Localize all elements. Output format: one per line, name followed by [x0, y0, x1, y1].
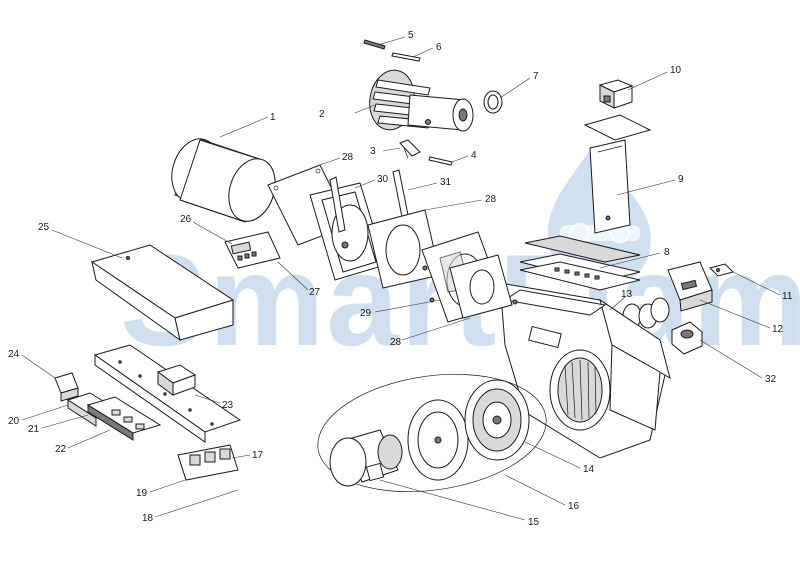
callout-29: 29 — [360, 308, 372, 319]
part-fan-wheel-14 — [464, 379, 530, 461]
part-connector-board — [177, 444, 239, 481]
housing-fan-slots — [564, 359, 597, 421]
part-relay-board-22 — [86, 396, 162, 441]
part-gasket-28-lower — [449, 254, 513, 319]
part-control-board — [519, 235, 641, 291]
callout-8: 8 — [664, 247, 670, 258]
part-cylinder-cover — [171, 138, 276, 223]
part-seal-rings — [622, 297, 670, 329]
callout-28-lower: 28 — [390, 337, 402, 348]
circuit-board-dots — [118, 360, 214, 426]
callout-9: 9 — [678, 174, 684, 185]
part-mounting-plate — [583, 114, 652, 234]
display-buttons — [237, 251, 257, 261]
callout-17: 17 — [252, 450, 264, 461]
callout-27: 27 — [309, 287, 321, 298]
callout-2: 2 — [319, 109, 325, 120]
fan-group-outline — [317, 373, 547, 493]
part-plate-16 — [407, 399, 469, 481]
callout-4: 4 — [471, 150, 477, 161]
relay-board-relays — [111, 409, 145, 430]
callout-25: 25 — [38, 222, 50, 233]
callout-labels: 1 2 3 4 5 6 7 8 9 10 11 12 13 14 15 16 1… — [8, 30, 793, 528]
part-display-housing-12 — [667, 261, 713, 312]
part-transformer-23 — [156, 364, 197, 396]
part-electronics-cover — [90, 244, 235, 342]
callout-28-front: 28 — [485, 194, 497, 205]
part-connector-24 — [54, 372, 79, 402]
callout-19: 19 — [136, 488, 148, 499]
callout-16: 16 — [568, 501, 580, 512]
part-main-housing — [499, 282, 671, 459]
part-electrode-3 — [399, 139, 421, 159]
control-board-terminals — [554, 267, 600, 280]
callout-20: 20 — [8, 416, 20, 427]
callout-30: 30 — [377, 174, 389, 185]
callout-23: 23 — [222, 400, 234, 411]
callout-31: 31 — [440, 177, 452, 188]
part-burner-head — [369, 69, 474, 132]
part-gasket-front-28 — [367, 209, 441, 289]
part-display-panel — [224, 231, 281, 269]
callout-12: 12 — [772, 324, 784, 335]
callout-3: 3 — [370, 146, 376, 157]
callout-21: 21 — [28, 424, 40, 435]
callout-28-rear: 28 — [342, 152, 354, 163]
part-sensor-32 — [671, 321, 703, 355]
part-motor-15 — [329, 429, 403, 487]
part-pin-5 — [363, 39, 386, 50]
callout-13: 13 — [621, 289, 633, 300]
callout-26: 26 — [180, 214, 192, 225]
callout-7: 7 — [533, 71, 539, 82]
leader-lines — [21, 36, 781, 521]
part-relay — [598, 79, 634, 109]
callout-32: 32 — [765, 374, 777, 385]
callout-22: 22 — [55, 444, 67, 455]
part-air-box-30 — [309, 176, 386, 281]
callout-6: 6 — [436, 42, 442, 53]
callout-1: 1 — [270, 112, 276, 123]
callout-18: 18 — [142, 513, 154, 524]
callout-10: 10 — [670, 65, 682, 76]
callout-5: 5 — [408, 30, 414, 41]
callout-11: 11 — [782, 291, 793, 302]
part-pin-6 — [391, 52, 421, 62]
callout-24: 24 — [8, 349, 20, 360]
part-pin-4 — [428, 156, 453, 166]
part-o-ring — [483, 90, 503, 114]
callout-15: 15 — [528, 517, 540, 528]
callout-14: 14 — [583, 464, 595, 475]
